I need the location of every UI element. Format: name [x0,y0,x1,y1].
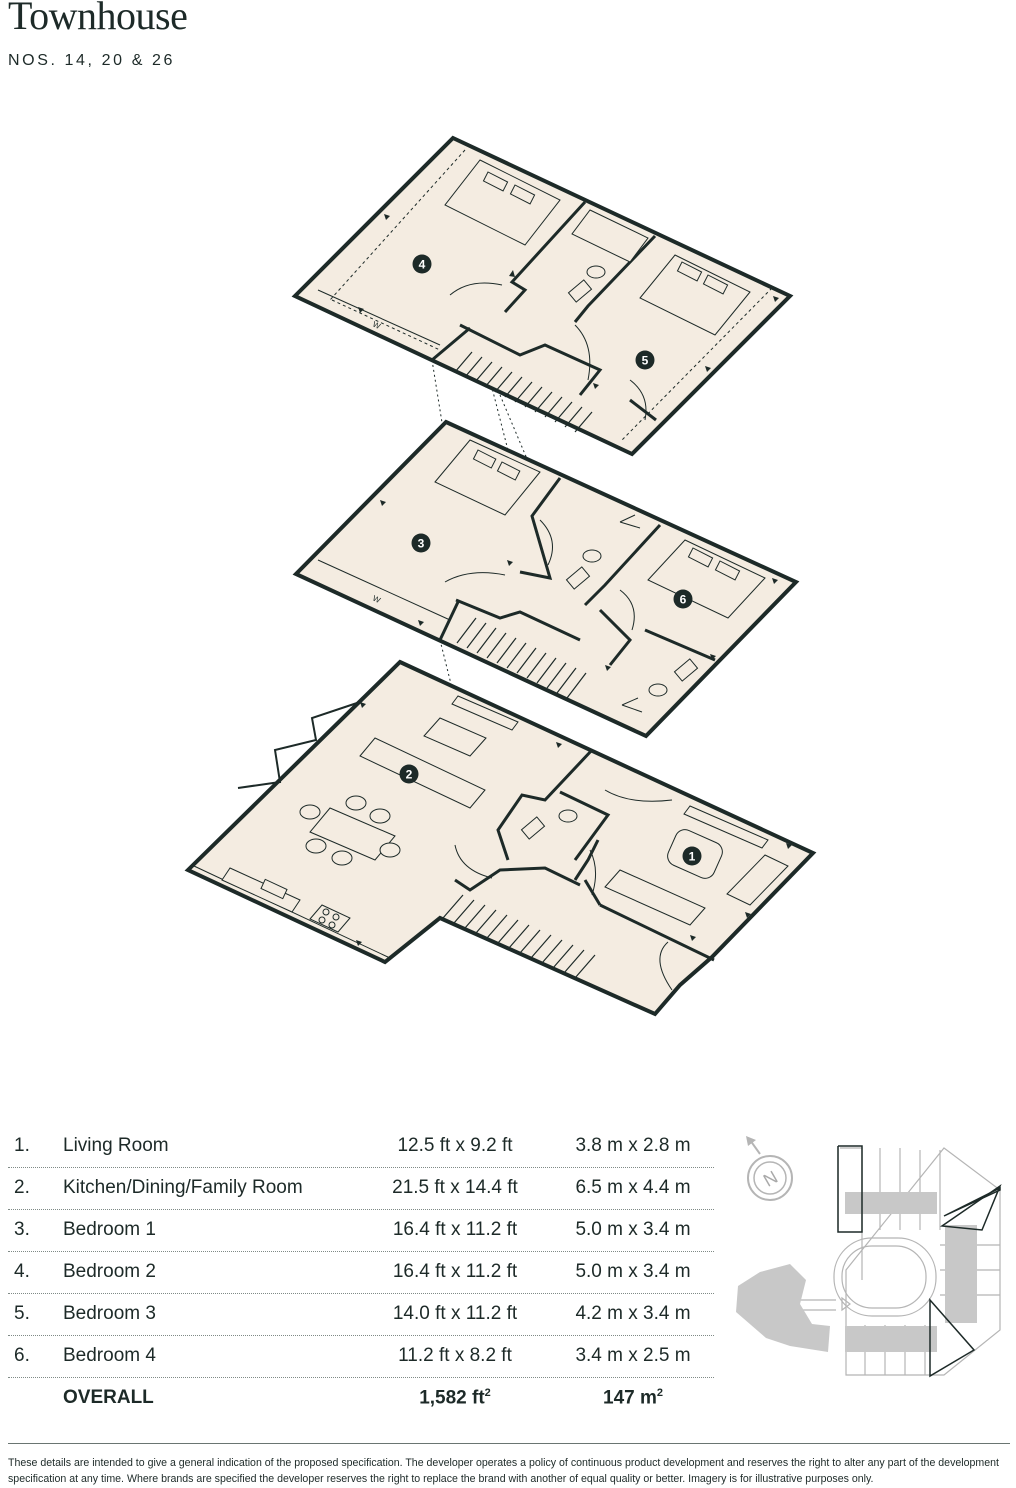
hob-icon [309,904,351,933]
bathtub-icon [571,209,649,263]
room-number: 2. [14,1177,30,1198]
ground-floor-stairs [442,894,596,979]
room-size-imperial: 14.0 ft x 11.2 ft [392,1303,518,1324]
room-marker: 1 [682,846,702,866]
bed-icon [639,254,751,336]
storage-mark: W [371,594,382,606]
site-entrance-arrow [841,1296,851,1312]
toilet-icon [648,683,668,697]
room-marker: 3 [411,533,431,553]
tv-unit-icon [451,695,769,849]
room-name: Bedroom 2 [63,1261,156,1282]
room-size-imperial: 16.4 ft x 11.2 ft [392,1219,518,1240]
room-size-imperial: 12.5 ft x 9.2 ft [397,1135,513,1156]
second-floor-plan [291,135,794,457]
room-size-imperial: 11.2 ft x 8.2 ft [398,1345,512,1366]
bed-icon [444,159,561,246]
overall-label: OVERALL [63,1387,154,1408]
second-floor-slab [291,135,794,457]
room-marker: 4 [412,254,432,274]
room-number: 4. [14,1261,30,1282]
storage-mark: W [371,320,382,332]
overall-row: OVERALL 1,582 ft2 147 m2 [8,1378,714,1419]
room-number: 5. [14,1303,30,1324]
overall-area-metric: 147 m2 [603,1387,663,1409]
folding-door [237,701,361,789]
room-size-metric: 4.2 m x 3.4 m [575,1303,691,1324]
first-floor-stairs [456,617,587,699]
site-location-plan: N [736,1136,1002,1378]
toilet-icon [586,265,606,279]
room-size-metric: 3.8 m x 2.8 m [575,1135,691,1156]
compass-icon: N [746,1136,793,1201]
room-row: 1. Living Room 12.5 ft x 9.2 ft 3.8 m x … [8,1126,714,1168]
svg-text:4: 4 [419,258,426,272]
footer-divider [8,1443,1010,1444]
bed-icon [434,439,541,516]
floor-plan-illustration: W W 4 5 3 6 2 1 [184,135,817,1017]
dining-table-icon [309,807,396,861]
room-row: 6. Bedroom 4 11.2 ft x 8.2 ft 3.4 m x 2.… [8,1336,714,1378]
room-name: Bedroom 3 [63,1303,156,1324]
room-size-metric: 5.0 m x 3.4 m [575,1261,691,1282]
room-marker: 6 [673,589,693,609]
highlighted-plots [837,1145,1002,1378]
kitchen-counter-icon [221,867,301,913]
room-name: Living Room [63,1135,169,1156]
first-floor-slab [292,419,800,739]
room-number: 1. [14,1135,30,1156]
overall-area-imperial: 1,582 ft2 [419,1387,491,1409]
svg-text:N: N [760,1167,781,1191]
room-name: Bedroom 1 [63,1219,156,1240]
site-buildings [736,1192,977,1352]
room-row: 3. Bedroom 1 16.4 ft x 11.2 ft 5.0 m x 3… [8,1210,714,1252]
svg-text:1: 1 [689,850,696,864]
room-row: 2. Kitchen/Dining/Family Room 21.5 ft x … [8,1168,714,1210]
room-size-metric: 5.0 m x 3.4 m [575,1219,691,1240]
coffee-table-icon [423,717,487,757]
svg-text:6: 6 [680,593,687,607]
svg-text:3: 3 [418,537,425,551]
disclaimer-text: These details are intended to give a gen… [8,1457,999,1485]
room-size-metric: 3.4 m x 2.5 m [575,1345,691,1366]
bed-icon [647,539,766,619]
toilet-icon [582,549,602,563]
room-size-imperial: 21.5 ft x 14.4 ft [392,1177,518,1198]
room-row: 5. Bedroom 3 14.0 ft x 11.2 ft 4.2 m x 3… [8,1294,714,1336]
wall-arrow-markers [356,214,792,946]
svg-text:2: 2 [406,768,413,782]
sink-icon [673,658,699,682]
second-floor-stairs [454,351,593,433]
sink-icon [567,279,593,303]
room-number: 3. [14,1219,30,1240]
room-number: 6. [14,1345,30,1366]
sink-icon [520,816,546,840]
page-subtitle: NOS. 14, 20 & 26 [8,52,176,69]
room-name: Bedroom 4 [63,1345,156,1366]
room-row: 4. Bedroom 2 16.4 ft x 11.2 ft 5.0 m x 3… [8,1252,714,1294]
svg-text:5: 5 [642,354,649,368]
page-title: Townhouse [8,0,188,38]
room-schedule-table: 1. Living Room 12.5 ft x 9.2 ft 3.8 m x … [8,1126,714,1419]
room-marker: 2 [399,764,419,784]
room-size-metric: 6.5 m x 4.4 m [575,1177,691,1198]
sofa-icon [359,737,789,926]
first-floor-plan [292,419,800,739]
room-size-imperial: 16.4 ft x 11.2 ft [392,1261,518,1282]
chair-icon [299,795,401,866]
sink-icon [565,566,591,590]
room-marker: 5 [635,350,655,370]
room-name: Kitchen/Dining/Family Room [63,1177,303,1198]
toilet-icon [558,809,578,823]
ground-floor-plan [184,659,817,1017]
